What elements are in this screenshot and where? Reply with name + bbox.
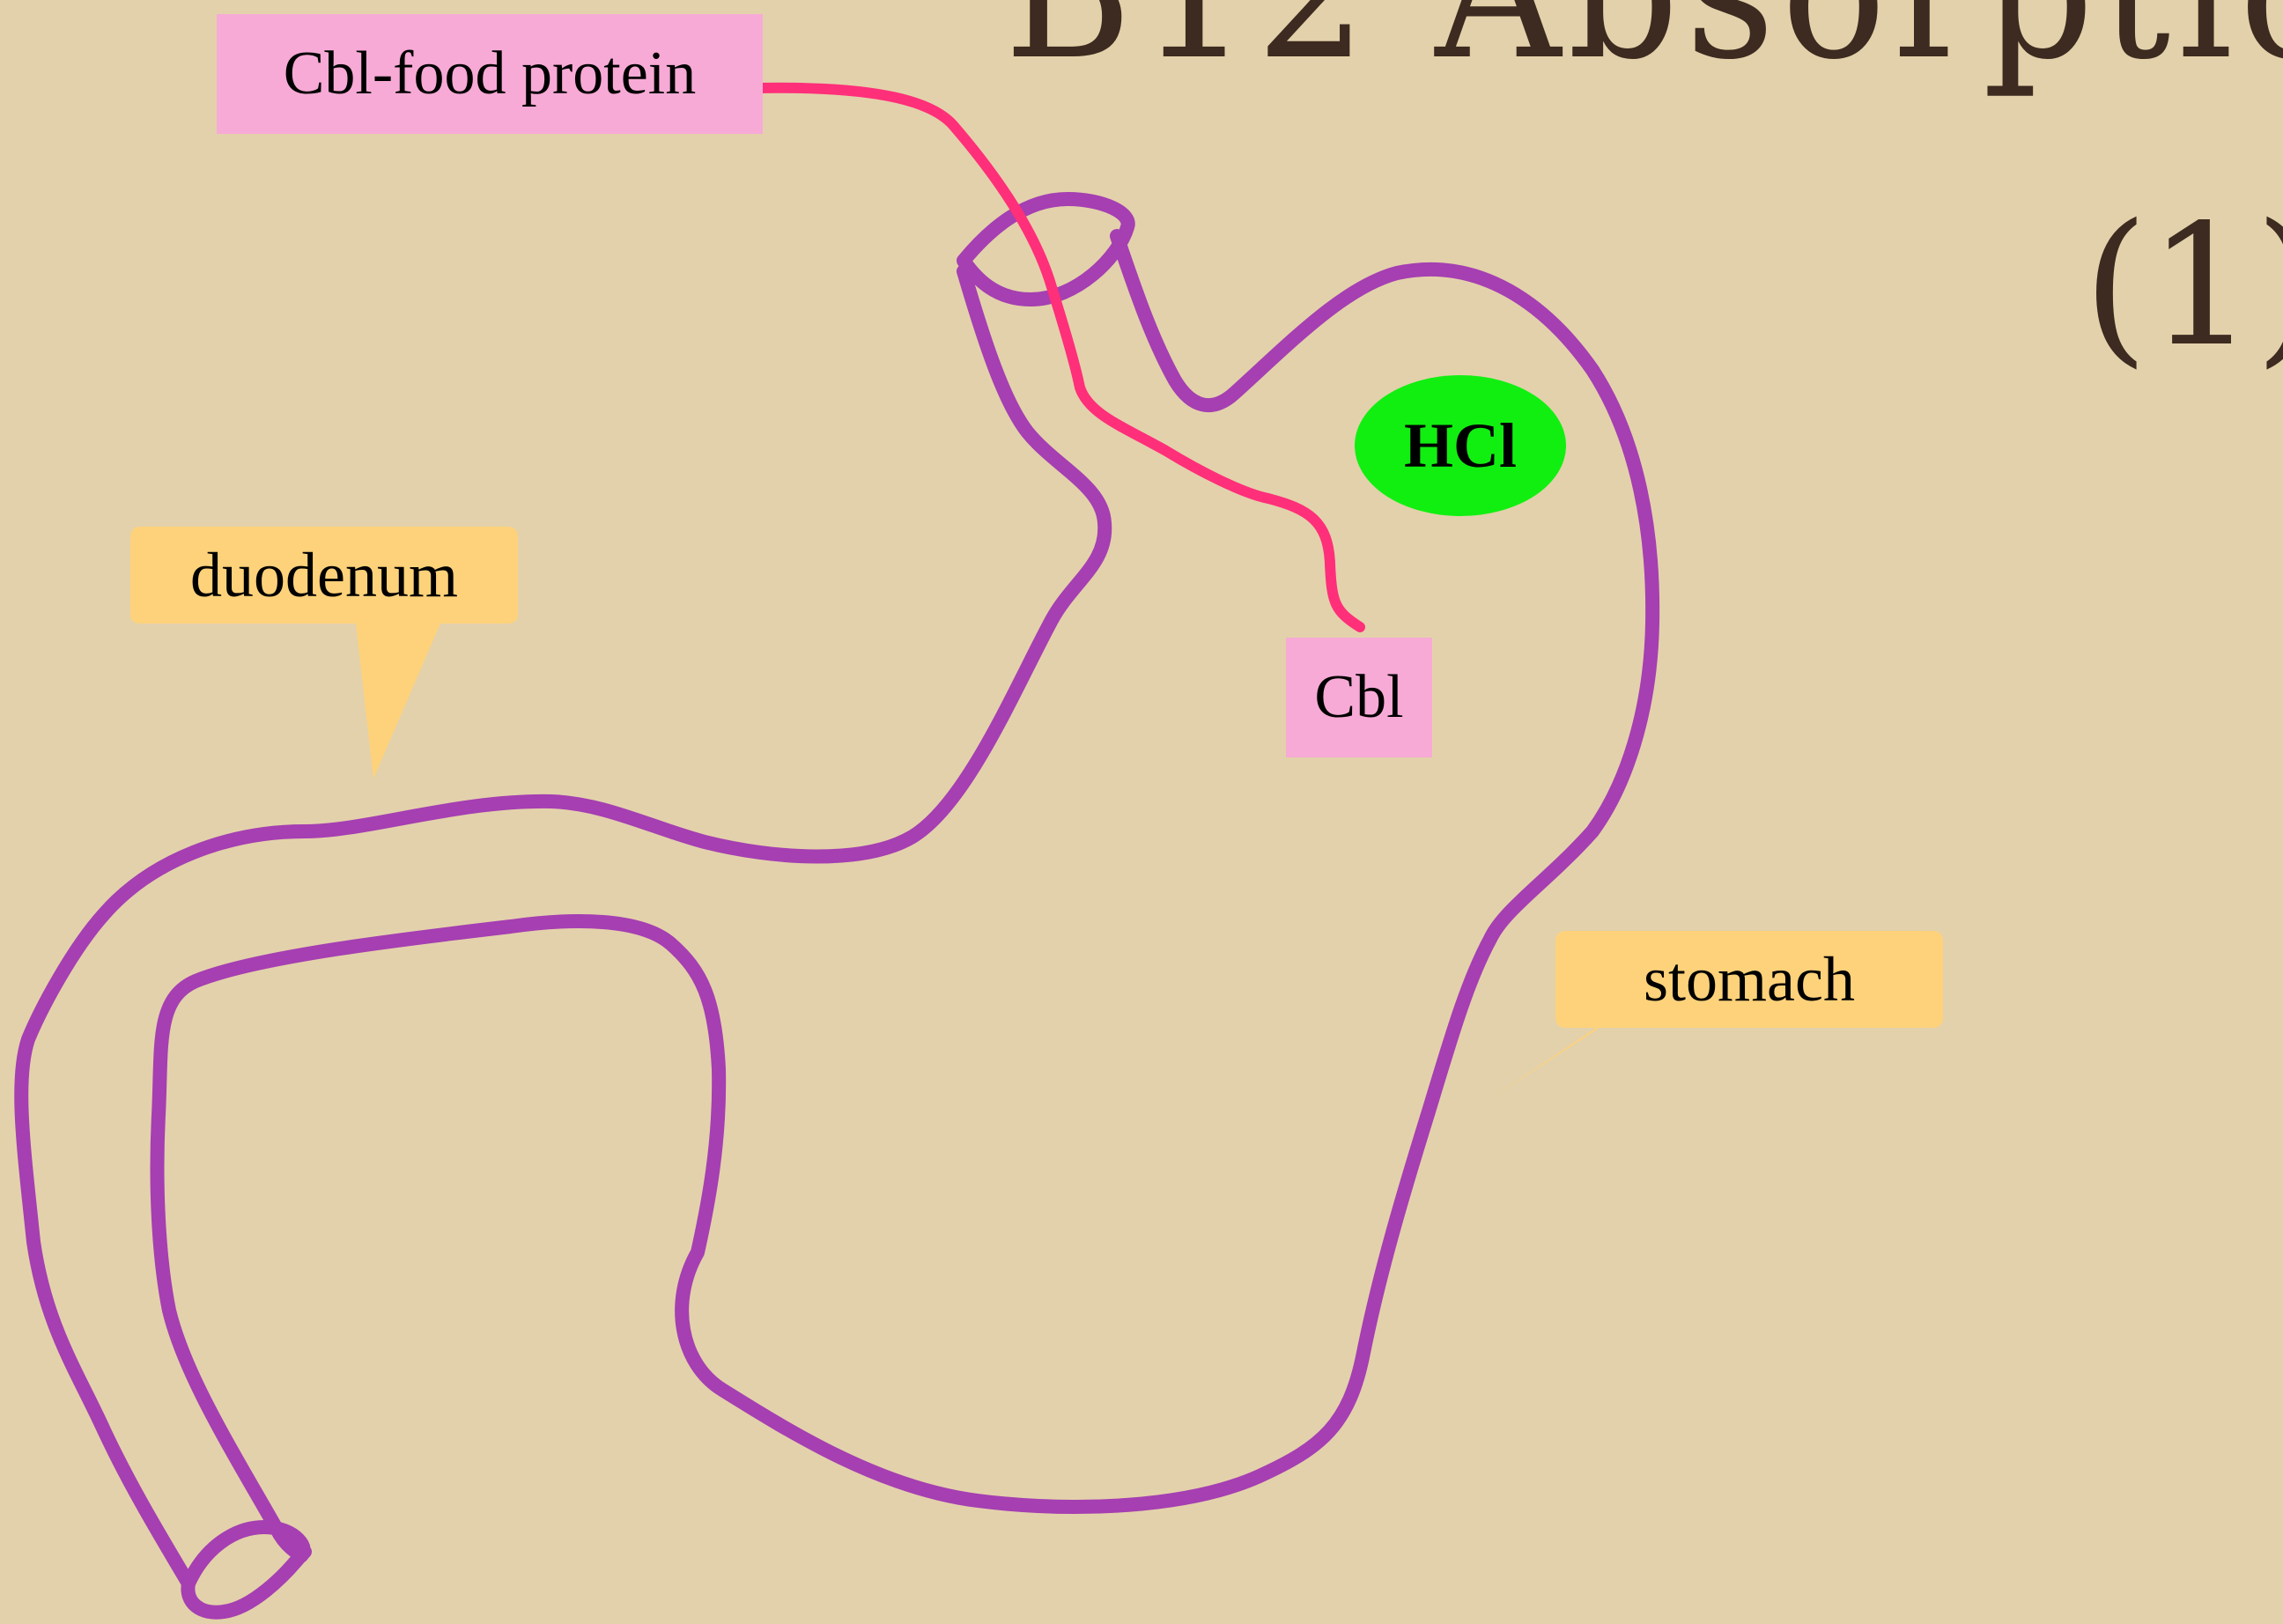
hcl-label: HCl [1355, 375, 1566, 516]
cbl-label: Cbl [1286, 638, 1432, 757]
stomach-label: stomach [1555, 931, 1943, 1028]
duodenum-label: duodenum [130, 527, 518, 624]
cbl-food-protein-label: Cbl-food protein [217, 14, 763, 134]
